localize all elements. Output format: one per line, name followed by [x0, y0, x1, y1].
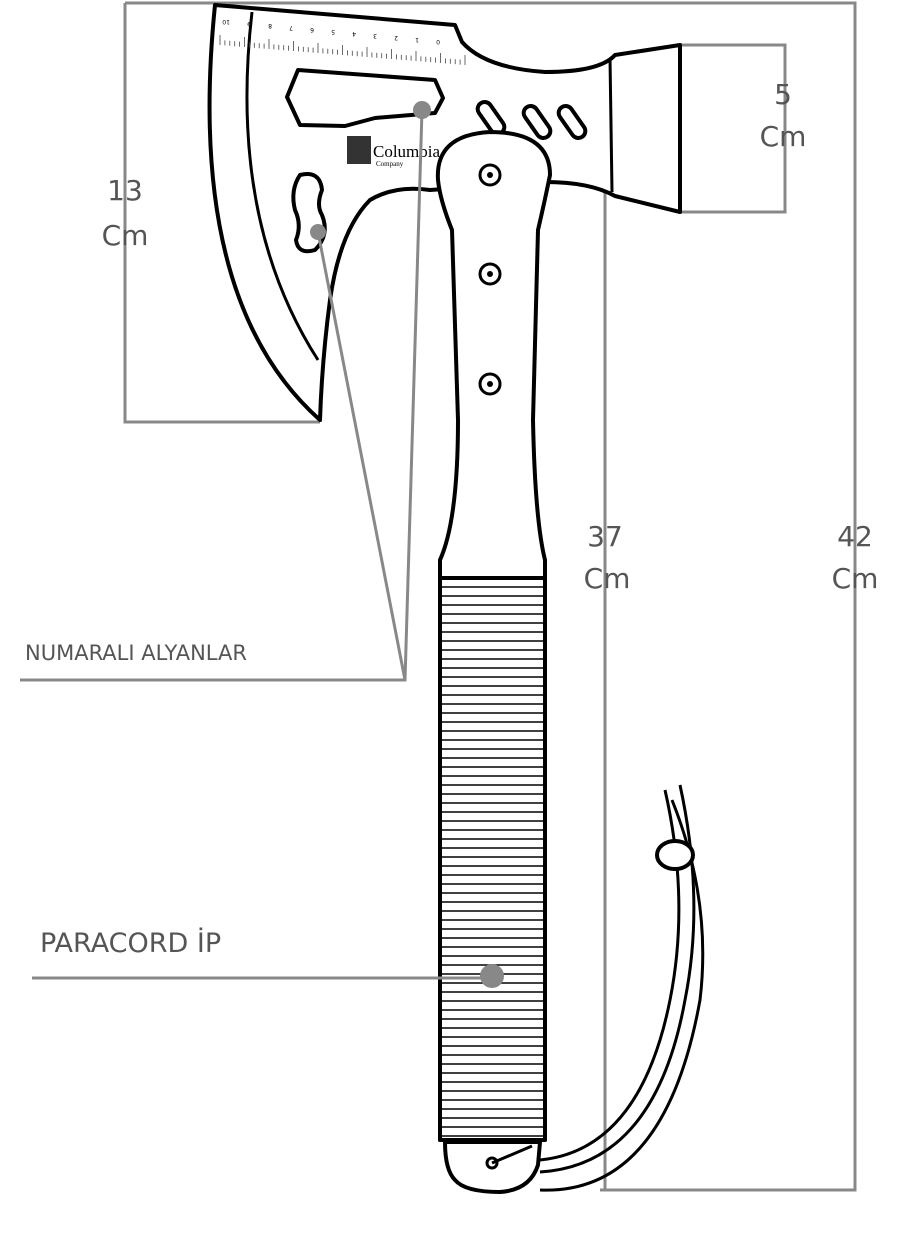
- logo-sub: Company: [376, 160, 404, 168]
- logo-name: Columbia: [373, 142, 441, 161]
- paracord-callout: [32, 964, 504, 988]
- ruler-number: 3: [373, 32, 377, 39]
- paracord-label: PARACORD İP: [40, 927, 221, 959]
- paracord-grip-wrap: [438, 576, 547, 1142]
- ruler-number: 5: [331, 28, 335, 35]
- total-length-unit: Cm: [832, 562, 879, 595]
- ruler-number: 4: [352, 30, 356, 37]
- hex-keys-callout: [20, 101, 431, 682]
- columbia-logo: Columbia Company: [347, 136, 441, 168]
- ruler-number: 1: [415, 36, 419, 43]
- ruler-number: 0: [436, 38, 440, 45]
- total-length-value: 42: [837, 520, 873, 553]
- ruler-number: 9: [247, 20, 251, 27]
- ruler-number: 8: [268, 22, 272, 29]
- blade-height-unit: Cm: [102, 219, 149, 252]
- cord-knot: [655, 839, 695, 871]
- poll-edge: [608, 57, 614, 193]
- total-length-line: [125, 1, 857, 1192]
- ruler-number: 7: [289, 24, 293, 31]
- handle-length-value: 37: [587, 520, 623, 553]
- ruler-number: 10: [222, 18, 230, 25]
- paracord-loop: [539, 784, 705, 1192]
- ruler-number: 6: [310, 26, 314, 33]
- hex-key-slot: [285, 68, 445, 128]
- poll-height-line: [680, 43, 787, 214]
- blade-height-line: [123, 3, 320, 424]
- hex-keys-label: NUMARALI ALYANLAR: [25, 641, 247, 665]
- handle-length-unit: Cm: [584, 562, 631, 595]
- blade-height-value: 13: [107, 174, 143, 207]
- blade-edge-line: [245, 11, 320, 361]
- ruler-number: 2: [394, 34, 398, 41]
- vent-slots: [475, 99, 588, 141]
- poll-height-unit: Cm: [760, 120, 807, 153]
- handle-rivets: [478, 163, 502, 396]
- poll-height-value: 5: [774, 78, 792, 111]
- logo-emblem-icon: [347, 136, 371, 164]
